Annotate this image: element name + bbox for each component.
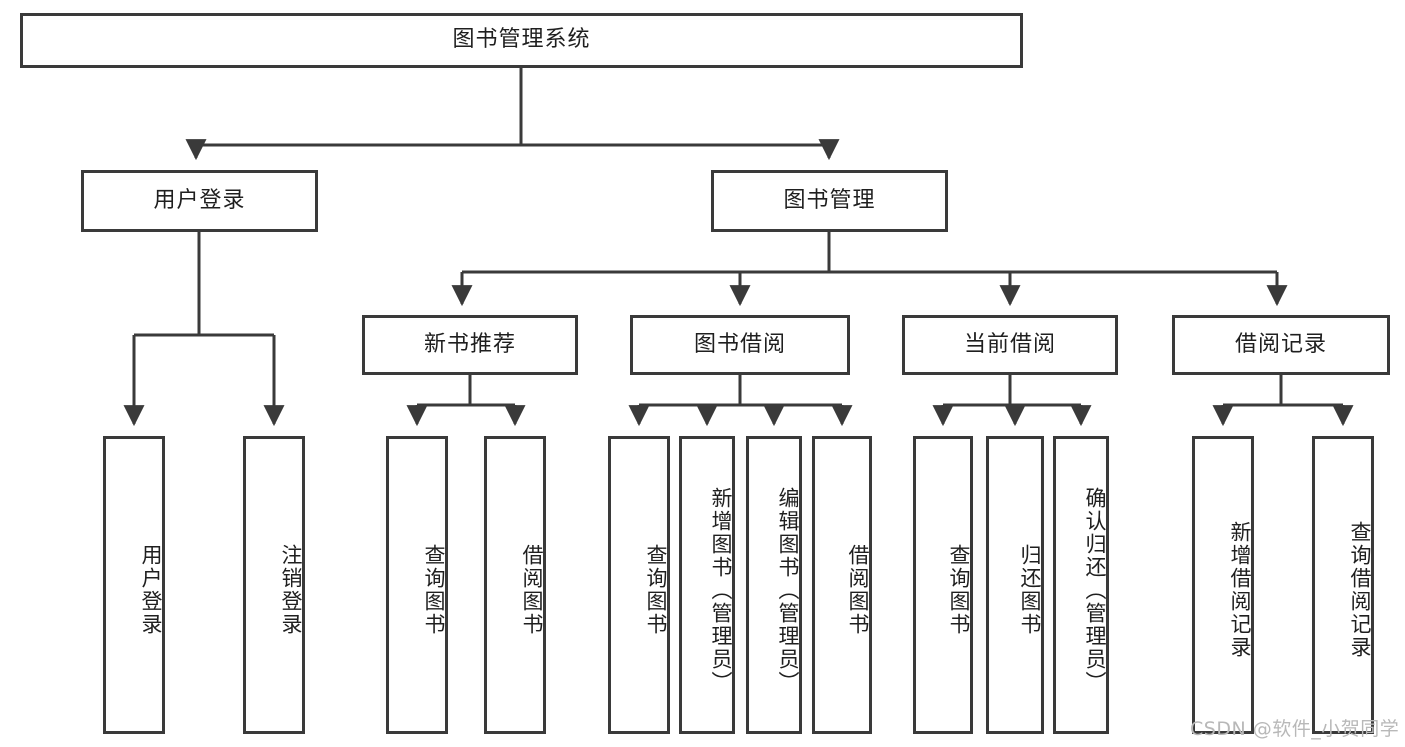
leaf-add-borrow-record-label: 新增借阅记录 bbox=[1228, 521, 1252, 659]
leaf-add-book-label: 新增图书（管理员） bbox=[709, 486, 733, 694]
leaf-user-login-label: 用户登录 bbox=[139, 544, 163, 636]
node-book-manage[interactable]: 图书管理 bbox=[711, 170, 948, 232]
node-new-book-recommend-label: 新书推荐 bbox=[423, 331, 516, 357]
node-new-book-recommend[interactable]: 新书推荐 bbox=[362, 315, 578, 375]
leaf-query-book-recommend-label: 查询图书 bbox=[422, 544, 446, 636]
leaf-borrow-book-label: 借阅图书 bbox=[846, 544, 870, 636]
leaf-user-login[interactable]: 用户登录 bbox=[103, 436, 165, 734]
leaf-borrow-book[interactable]: 借阅图书 bbox=[812, 436, 872, 734]
node-user-login-label: 用户登录 bbox=[153, 187, 246, 213]
leaf-confirm-return-label: 确认归还（管理员） bbox=[1083, 486, 1107, 694]
leaf-add-borrow-record[interactable]: 新增借阅记录 bbox=[1192, 436, 1254, 734]
leaf-query-book-current-label: 查询图书 bbox=[947, 544, 971, 636]
leaf-query-borrow-record-label: 查询借阅记录 bbox=[1348, 521, 1372, 659]
leaf-add-book[interactable]: 新增图书（管理员） bbox=[679, 436, 735, 734]
node-root[interactable]: 图书管理系统 bbox=[20, 13, 1023, 68]
leaf-confirm-return[interactable]: 确认归还（管理员） bbox=[1053, 436, 1109, 734]
leaf-query-book-current[interactable]: 查询图书 bbox=[913, 436, 973, 734]
node-borrow-record-label: 借阅记录 bbox=[1234, 331, 1327, 357]
leaf-logout-label: 注销登录 bbox=[279, 544, 303, 636]
leaf-query-book-recommend[interactable]: 查询图书 bbox=[386, 436, 448, 734]
node-book-borrow[interactable]: 图书借阅 bbox=[630, 315, 850, 375]
leaf-query-borrow-record[interactable]: 查询借阅记录 bbox=[1312, 436, 1374, 734]
leaf-borrow-book-recommend[interactable]: 借阅图书 bbox=[484, 436, 546, 734]
node-borrow-record[interactable]: 借阅记录 bbox=[1172, 315, 1390, 375]
leaf-borrow-book-recommend-label: 借阅图书 bbox=[520, 544, 544, 636]
leaf-query-book-borrow-label: 查询图书 bbox=[644, 544, 668, 636]
node-book-borrow-label: 图书借阅 bbox=[693, 331, 786, 357]
leaf-return-book[interactable]: 归还图书 bbox=[986, 436, 1044, 734]
node-user-login[interactable]: 用户登录 bbox=[81, 170, 318, 232]
leaf-logout[interactable]: 注销登录 bbox=[243, 436, 305, 734]
node-book-manage-label: 图书管理 bbox=[783, 187, 876, 213]
leaf-edit-book-label: 编辑图书（管理员） bbox=[776, 486, 800, 694]
leaf-edit-book[interactable]: 编辑图书（管理员） bbox=[746, 436, 802, 734]
node-root-label: 图书管理系统 bbox=[452, 27, 591, 53]
leaf-query-book-borrow[interactable]: 查询图书 bbox=[608, 436, 670, 734]
csdn-watermark: CSDN @软件_小贺同学 bbox=[1190, 718, 1400, 740]
node-current-borrow-label: 当前借阅 bbox=[963, 331, 1056, 357]
node-current-borrow[interactable]: 当前借阅 bbox=[902, 315, 1118, 375]
leaf-return-book-label: 归还图书 bbox=[1018, 544, 1042, 636]
